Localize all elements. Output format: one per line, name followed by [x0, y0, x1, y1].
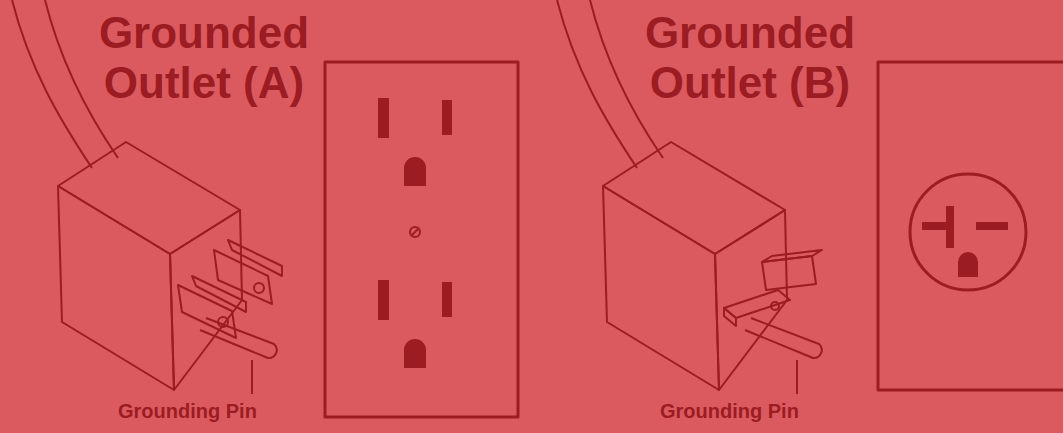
- outlet-title: Grounded Outlet (A): [84, 8, 324, 108]
- screw: [410, 227, 420, 237]
- grounding-pin: [200, 318, 277, 358]
- outlet-title: Grounded Outlet (B): [630, 8, 870, 108]
- screw: [412, 229, 418, 235]
- plug-body: [58, 142, 242, 390]
- grounding-pin: [745, 318, 822, 358]
- plug-body: [603, 142, 787, 390]
- outlet-slots: [378, 98, 1008, 368]
- plug-prong: [178, 240, 282, 338]
- outlet-plate: [878, 62, 1063, 390]
- receptacle: [910, 174, 1026, 290]
- part-label: Grounding Pin: [660, 399, 799, 423]
- outlet-plate: [325, 62, 518, 417]
- leader-line: [796, 360, 798, 394]
- part-label: Grounding Pin: [118, 399, 257, 423]
- plug-prong: [724, 250, 822, 326]
- leader-line: [251, 360, 253, 394]
